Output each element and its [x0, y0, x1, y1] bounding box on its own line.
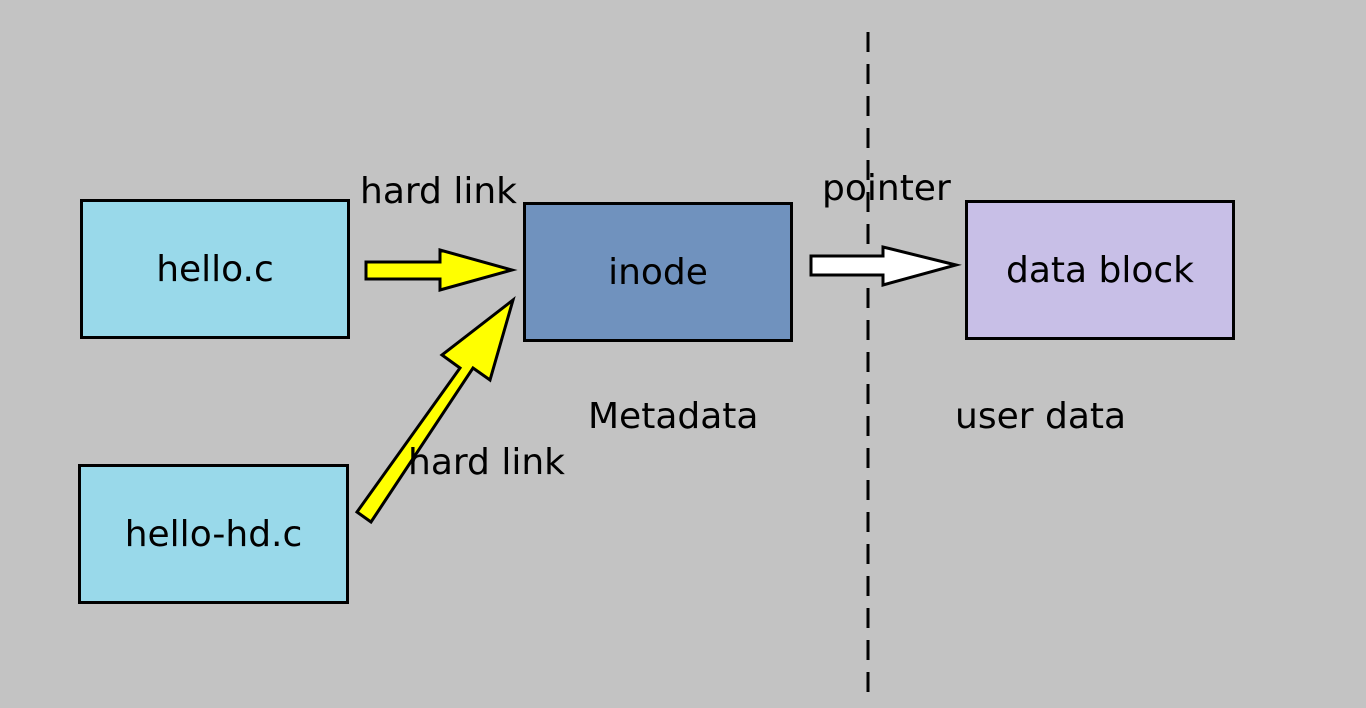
user-data-region-label: user data [955, 396, 1127, 437]
hard-link-label-top: hard link [360, 171, 518, 212]
file-node-hello-hd-c: hello-hd.c [78, 464, 349, 604]
file-node-label: hello.c [156, 248, 274, 290]
inode-node: inode [523, 202, 793, 342]
file-node-label: hello-hd.c [124, 513, 303, 555]
hard-link-label-bottom: hard link [408, 442, 566, 483]
data-block-label: data block [1005, 249, 1195, 291]
hard-link-arrow-top [364, 248, 518, 292]
data-block-node: data block [965, 200, 1235, 340]
pointer-label: pointer [822, 168, 951, 209]
metadata-region-label: Metadata [588, 396, 759, 437]
pointer-arrow [809, 245, 962, 287]
hard-link-arrow-bottom [354, 296, 516, 525]
inode-label: inode [608, 251, 708, 293]
file-node-hello-c: hello.c [80, 199, 350, 339]
